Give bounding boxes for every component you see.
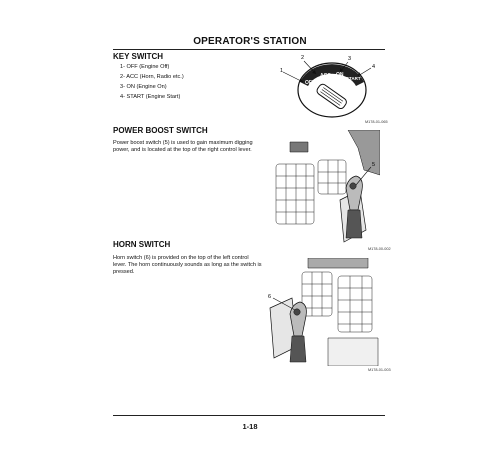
dial-mark-start: START (346, 76, 361, 81)
list-item: 2- ACC (Horn, Radio etc.) (120, 74, 184, 80)
page-title: OPERATOR'S STATION (193, 36, 307, 47)
horn-switch-heading: HORN SWITCH (113, 240, 171, 249)
power-boost-button (349, 182, 357, 190)
page-number: 1-18 (242, 422, 258, 431)
key-switch-illustration: OFF ACC ON START 1 2 3 4 (280, 55, 375, 118)
horn-switch-description: Horn switch (6) is provided on the top o… (113, 255, 262, 275)
callout-2: 2 (301, 55, 304, 61)
callout-5: 5 (372, 162, 375, 168)
seat-cushion-left (275, 163, 315, 225)
power-boost-description: Power boost switch (5) is used to gain m… (113, 140, 253, 153)
title-divider (113, 49, 385, 50)
armrest-pad (289, 141, 309, 153)
list-item: 4- START (Engine Start) (120, 94, 181, 100)
lever-boot (345, 209, 363, 239)
dial-mark-off: OFF (305, 80, 315, 86)
seat-cushion-left (301, 271, 333, 317)
figure-caption: M178-00-002 (368, 247, 391, 251)
list-item: 3- ON (Engine On) (120, 84, 167, 90)
power-boost-illustration: 5 (268, 130, 380, 245)
figure-caption: M178-01-065 (365, 120, 388, 124)
callout-4: 4 (372, 64, 375, 70)
seat-back (307, 258, 369, 269)
figure-caption: M178-01-003 (368, 368, 391, 372)
floor-panel (327, 337, 379, 366)
dial-mark-on: ON (336, 72, 344, 78)
power-boost-heading: POWER BOOST SWITCH (113, 126, 208, 135)
seat-cushion-right (317, 159, 347, 195)
list-item: 1- OFF (Engine Off) (120, 64, 170, 70)
seat-cushion-right (337, 275, 373, 333)
footer-divider (113, 415, 385, 416)
key-switch-heading: KEY SWITCH (113, 52, 164, 61)
callout-3: 3 (348, 56, 351, 62)
dial-label-band (300, 64, 364, 86)
horn-switch-illustration: 6 (268, 258, 380, 366)
callout-1: 1 (280, 68, 283, 74)
cab-pillar (347, 130, 380, 176)
key-icon (316, 83, 347, 110)
horn-button (293, 308, 301, 316)
dial-mark-acc: ACC (320, 73, 331, 79)
key-switch-positions-list: 1- OFF (Engine Off) 2- ACC (Horn, Radio … (120, 62, 184, 102)
callout-6: 6 (268, 294, 271, 300)
lever-boot (289, 335, 307, 363)
